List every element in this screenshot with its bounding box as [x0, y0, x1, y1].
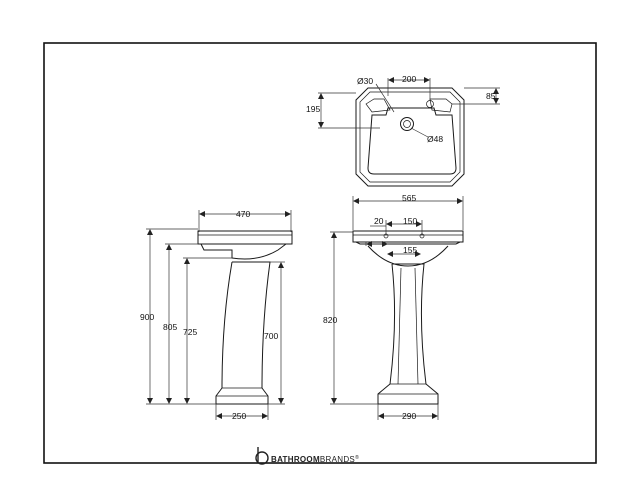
dim-edge-offset: 85 [486, 91, 496, 101]
dim-height-805: 805 [163, 322, 177, 332]
basin-inner-outline [359, 91, 461, 183]
dim-side-width: 470 [236, 209, 250, 219]
dim-tap-hole: Ø30 [357, 76, 373, 86]
basin-bowl [367, 107, 457, 175]
brand-name-regular: BRANDS [320, 455, 355, 464]
waste-hole-outer [400, 117, 414, 131]
tap-hole [426, 100, 434, 108]
left-deck [365, 98, 391, 113]
brand-name-bold: BATHROOM [271, 455, 320, 464]
drawing-frame [43, 42, 597, 464]
side-view: 470 900 805 725 700 250 [140, 209, 293, 421]
waste-hole-inner [403, 120, 411, 128]
dim-depth: 195 [306, 104, 320, 114]
front-pedestal [377, 263, 439, 405]
brand-name: BATHROOMBRANDS® [271, 454, 359, 464]
dim-pedestal-height: 700 [264, 331, 278, 341]
brand-registered-mark: ® [355, 454, 359, 461]
dim-tap-centers: 200 [402, 74, 416, 84]
dim-front-rim: 20 [374, 216, 384, 226]
dim-tap-spacing: 150 [403, 216, 417, 226]
side-basin-bowl [200, 243, 287, 260]
dim-height-725: 725 [183, 327, 197, 337]
dim-front-width: 565 [402, 193, 416, 203]
side-basin-rim [197, 230, 293, 245]
front-basin-bowl [355, 241, 461, 245]
front-basin-rim [352, 230, 464, 243]
dim-waste-hole: Ø48 [427, 134, 443, 144]
brand-footer: BATHROOMBRANDS® [255, 447, 359, 465]
dim-overall-height: 900 [140, 312, 154, 322]
b-logo-icon [255, 447, 269, 465]
dim-waste-spacing: 155 [403, 245, 417, 255]
dim-front-base: 290 [402, 411, 416, 421]
front-view: 565 20 150 155 820 290 [323, 193, 464, 421]
dim-front-height: 820 [323, 315, 337, 325]
top-view: 200 Ø30 195 85 Ø48 [306, 74, 500, 187]
front-basin-underside [367, 245, 449, 267]
basin-outline [355, 87, 465, 187]
right-deck [429, 98, 453, 113]
side-pedestal [215, 261, 271, 405]
dim-side-base: 250 [232, 411, 246, 421]
